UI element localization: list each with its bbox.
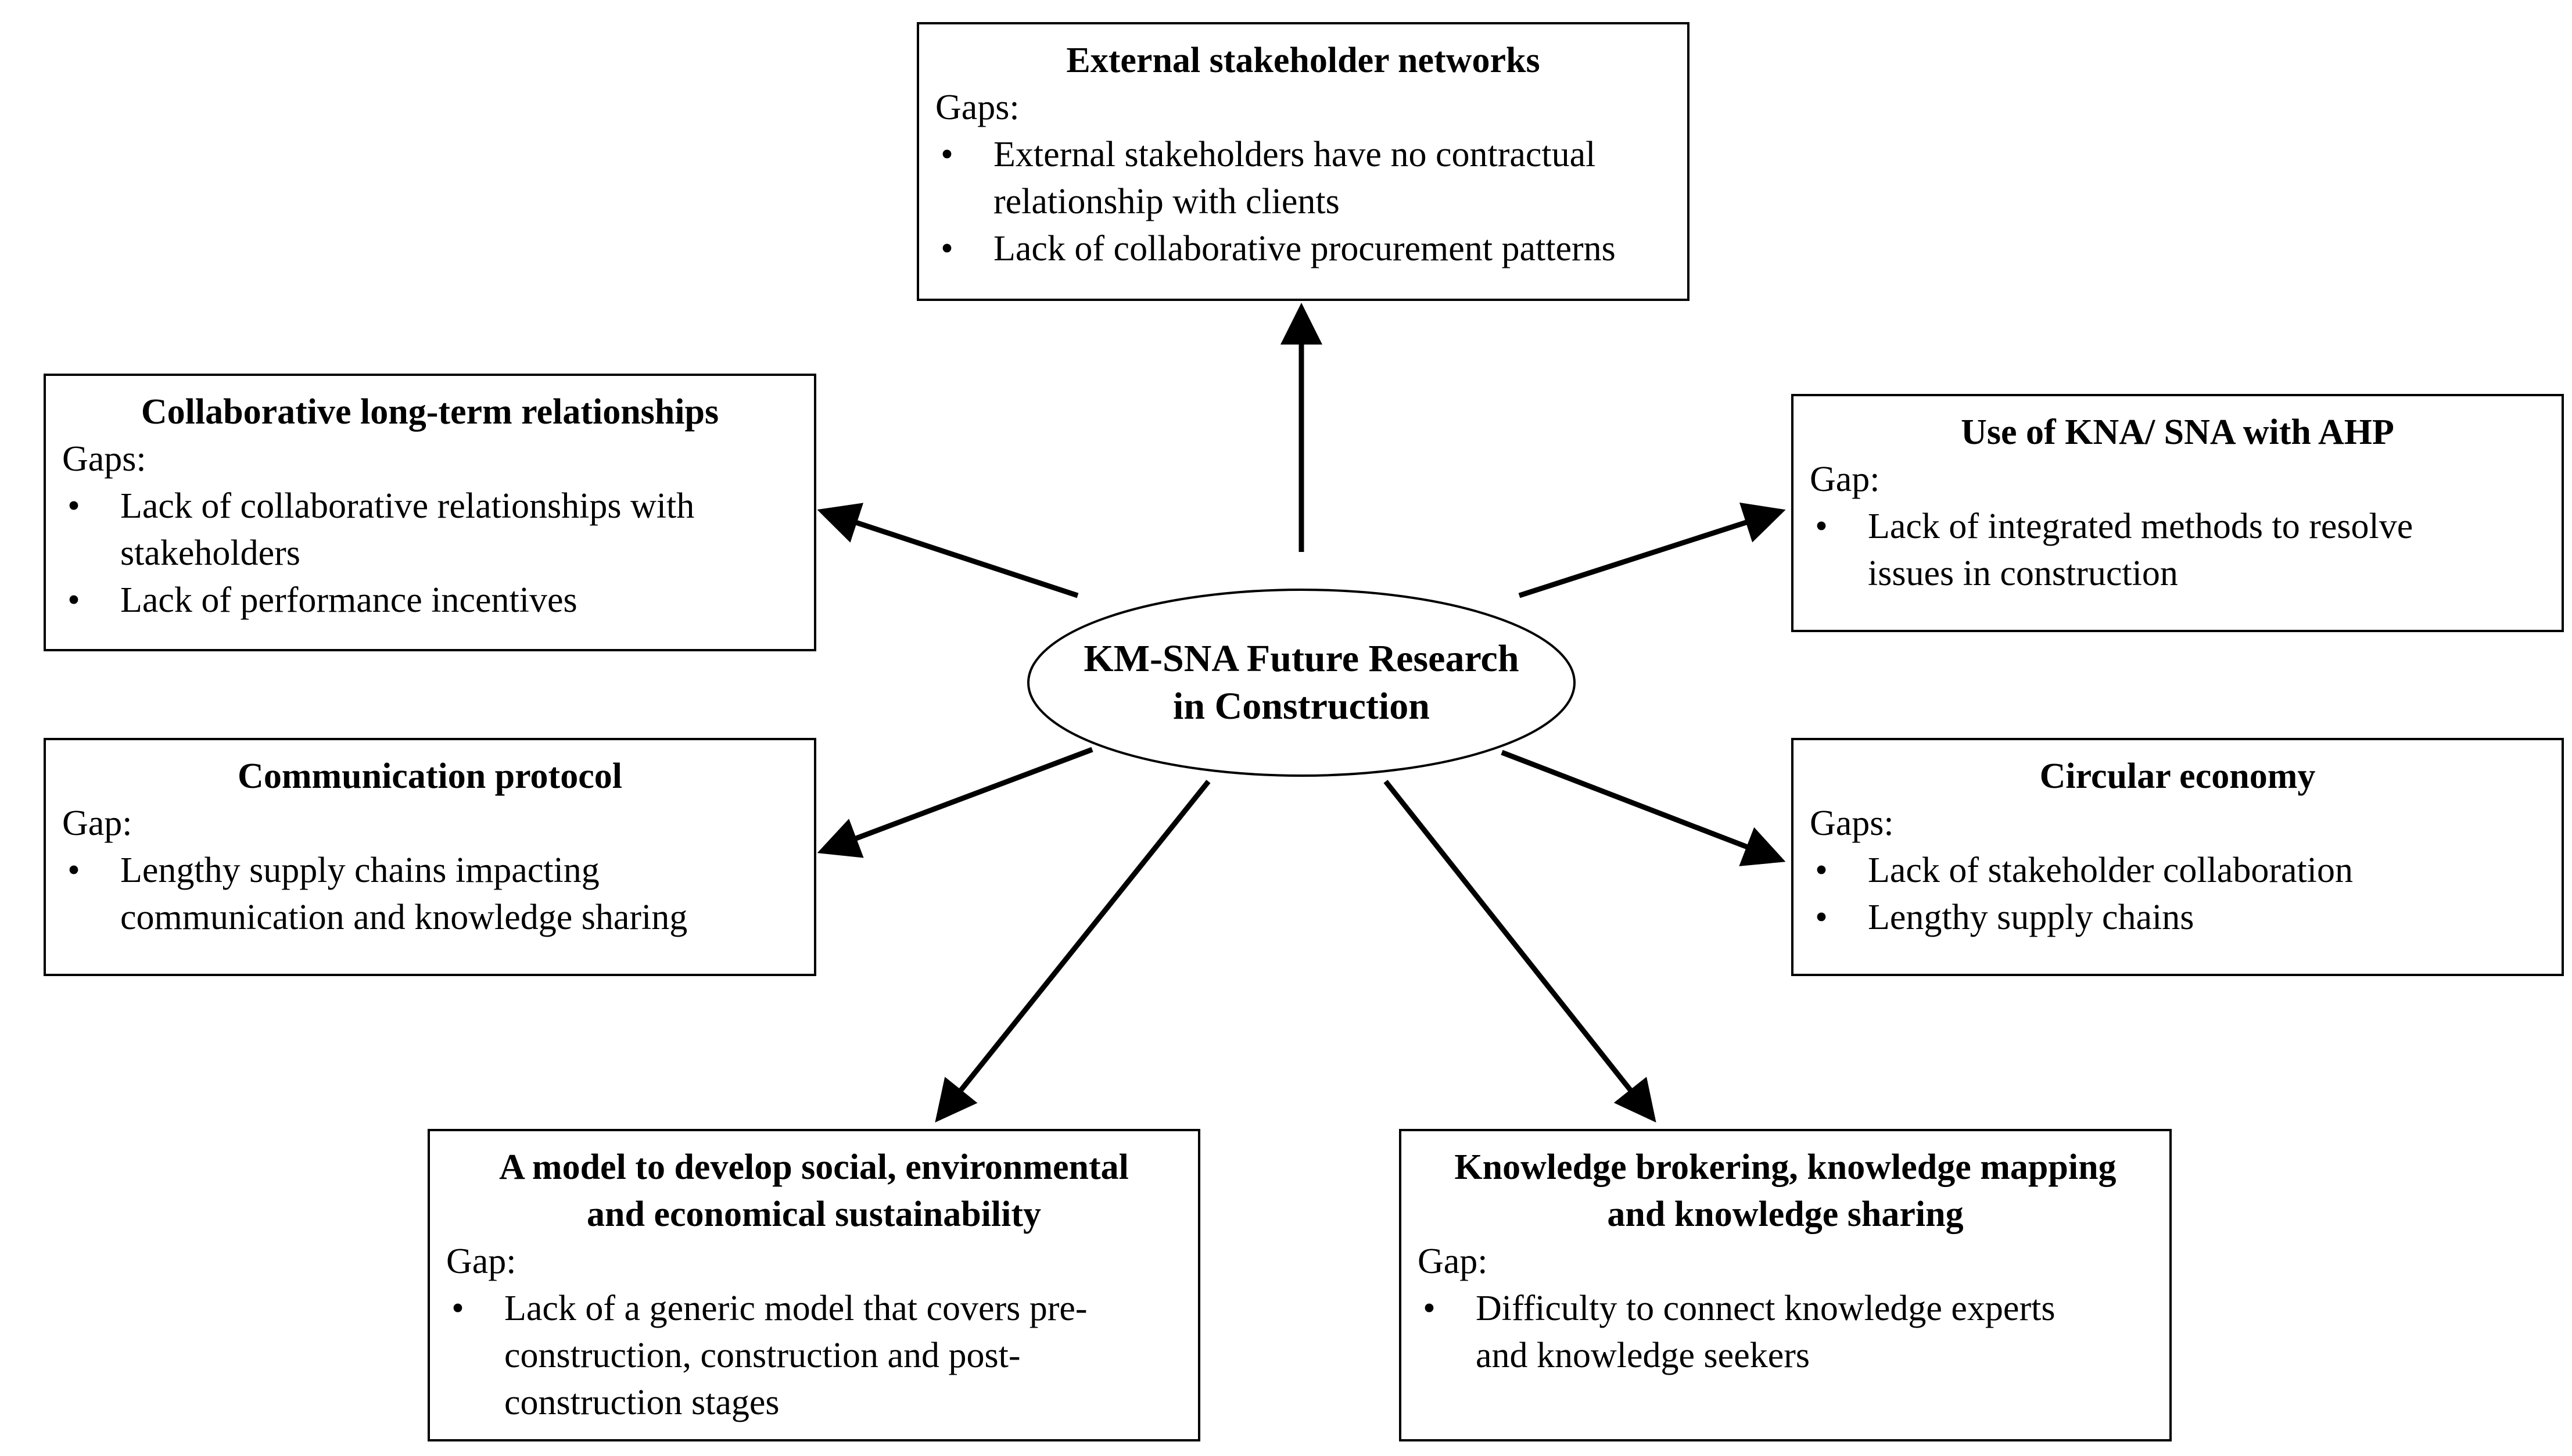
box-title-line: and economical sustainability — [587, 1195, 1041, 1234]
gap-item: External stakeholders have no contractua… — [935, 131, 1671, 225]
gap-list: Lack of collaborative relationships with… — [62, 483, 798, 624]
arrow-to-kna — [1518, 503, 1786, 598]
gap-item: Lengthy supply chains — [1810, 894, 2545, 941]
gap-item: Lack of integrated methods to resolve is… — [1810, 503, 2545, 597]
central-ellipse — [1027, 589, 1576, 777]
box-title: Collaborative long-term relationships — [62, 389, 798, 436]
gaps-label: Gaps: — [62, 439, 146, 479]
gap-item-line: Lack of integrated methods to resolve — [1868, 507, 2413, 546]
gap-item-line: and knowledge seekers — [1476, 1336, 1810, 1375]
gap-label: Gap: — [62, 804, 132, 843]
box-circular-economy: Circular economy Gaps: Lack of stakehold… — [1791, 738, 2564, 976]
box-title: External stakeholder networks — [935, 37, 1671, 84]
gap-item-line: relationship with clients — [993, 182, 1340, 221]
box-knowledge-brokering: Knowledge brokering, knowledge mapping a… — [1399, 1129, 2172, 1441]
gap-item: Lack of a generic model that covers pre-… — [446, 1285, 1182, 1426]
gap-item-line: stakeholders — [120, 533, 300, 573]
gap-item-line: communication and knowledge sharing — [120, 898, 688, 937]
central-topic-line: in Construction — [1173, 685, 1430, 727]
box-title-line: Knowledge brokering, knowledge mapping — [1454, 1147, 2117, 1187]
box-sustainability-model: A model to develop social, environmental… — [428, 1129, 1200, 1441]
arrow-to-collaborative — [817, 503, 1079, 598]
gap-item-line: Lack of performance incentives — [120, 580, 577, 620]
arrow-to-model — [935, 780, 1211, 1123]
central-topic-line: KM-SNA Future Research — [1084, 637, 1519, 680]
box-title-line: and knowledge sharing — [1607, 1195, 1964, 1234]
gap-item: Lack of collaborative relationships with… — [62, 483, 798, 577]
gap-item: Lengthy supply chains impacting communic… — [62, 847, 798, 941]
gap-label: Gap: — [1810, 460, 1880, 499]
gap-item-line: Lack of a generic model that covers pre- — [504, 1289, 1088, 1328]
gap-list: Difficulty to connect knowledge experts … — [1418, 1285, 2153, 1379]
box-title: Communication protocol — [62, 753, 798, 800]
gap-item-line: Lack of collaborative procurement patter… — [993, 229, 1616, 268]
box-title-line: Communication protocol — [238, 756, 622, 796]
gap-item-line: Lack of stakeholder collaboration — [1868, 851, 2353, 890]
box-title: Circular economy — [1810, 753, 2545, 800]
box-communication-protocol: Communication protocol Gap: Lengthy supp… — [44, 738, 816, 976]
box-collaborative-long-term-relationships: Collaborative long-term relationships Ga… — [44, 374, 816, 651]
box-title-line: Circular economy — [2039, 756, 2316, 796]
box-title-line: Use of KNA/ SNA with AHP — [1961, 413, 2394, 452]
box-title-line: External stakeholder networks — [1066, 41, 1540, 80]
gap-item-line: Lengthy supply chains — [1868, 898, 2194, 937]
gap-item-line: construction stages — [504, 1383, 780, 1422]
box-use-of-kna-sna-with-ahp: Use of KNA/ SNA with AHP Gap: Lack of in… — [1791, 394, 2564, 632]
gap-label: Gap: — [1418, 1242, 1488, 1281]
gaps-label: Gaps: — [935, 88, 1020, 127]
arrow-to-communication — [817, 747, 1093, 858]
box-title-line: Collaborative long-term relationships — [141, 392, 719, 432]
gap-label: Gap: — [446, 1242, 516, 1281]
gap-item-line: construction, construction and post- — [504, 1336, 1021, 1375]
gap-item-line: Lengthy supply chains impacting — [120, 851, 600, 890]
gap-list: Lack of integrated methods to resolve is… — [1810, 503, 2545, 597]
gap-list: External stakeholders have no contractua… — [935, 131, 1671, 272]
gap-item: Difficulty to connect knowledge experts … — [1418, 1285, 2153, 1379]
gap-list: Lengthy supply chains impacting communic… — [62, 847, 798, 941]
gap-list: Lack of a generic model that covers pre-… — [446, 1285, 1182, 1426]
box-title: A model to develop social, environmental… — [446, 1144, 1182, 1238]
box-title-line: A model to develop social, environmental — [499, 1147, 1129, 1187]
gap-item: Lack of performance incentives — [62, 577, 798, 624]
arrow-to-circular — [1501, 749, 1786, 866]
gap-item-line: Difficulty to connect knowledge experts — [1476, 1289, 2056, 1328]
gap-item: Lack of collaborative procurement patter… — [935, 225, 1671, 272]
gap-item-line: issues in construction — [1868, 554, 2178, 593]
gap-item-line: Lack of collaborative relationships with — [120, 486, 695, 526]
gaps-label: Gaps: — [1810, 804, 1894, 843]
central-topic-title: KM-SNA Future Research in Construction — [1025, 587, 1577, 779]
gap-item: Lack of stakeholder collaboration — [1810, 847, 2545, 894]
box-external-stakeholder-networks: External stakeholder networks Gaps: Exte… — [917, 22, 1689, 301]
central-topic: KM-SNA Future Research in Construction — [1025, 587, 1577, 779]
arrow-to-knowledge — [1383, 780, 1656, 1123]
gap-item-line: External stakeholders have no contractua… — [993, 135, 1596, 174]
gap-list: Lack of stakeholder collaboration Length… — [1810, 847, 2545, 941]
box-title: Use of KNA/ SNA with AHP — [1810, 409, 2545, 456]
box-title: Knowledge brokering, knowledge mapping a… — [1418, 1144, 2153, 1238]
